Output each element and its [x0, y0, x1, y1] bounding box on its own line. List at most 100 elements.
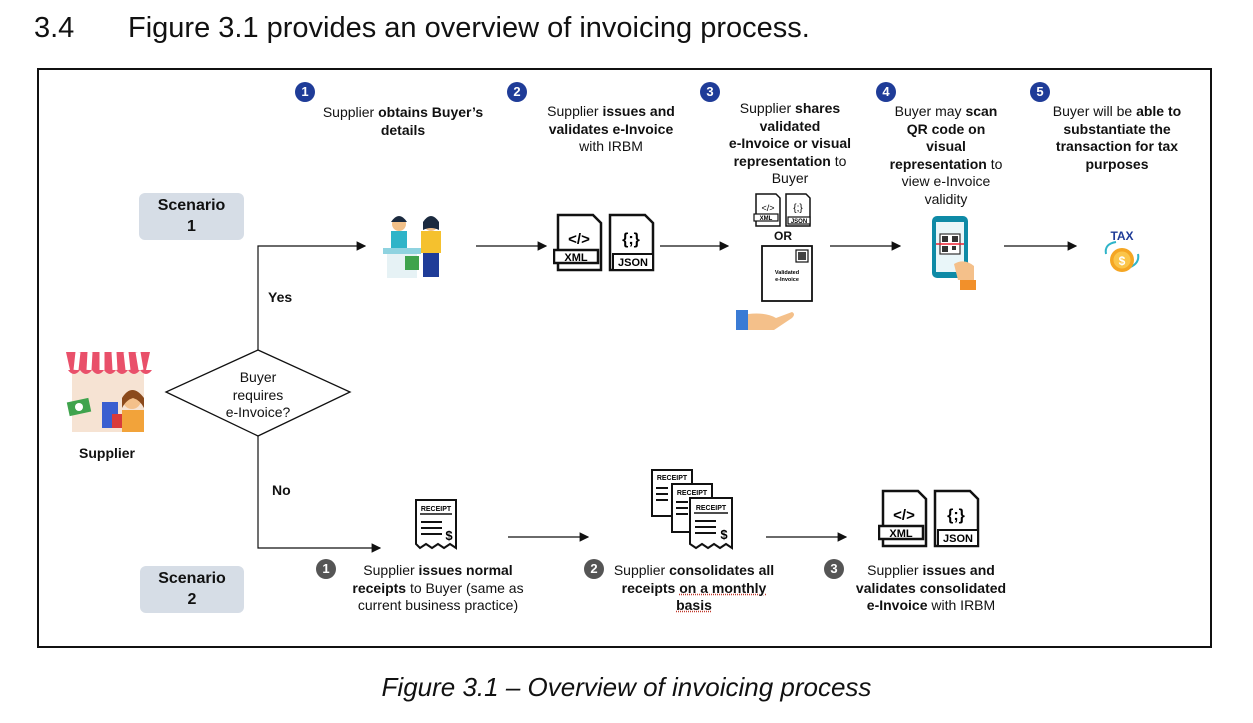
- receipt-text: RECEIPT: [421, 506, 452, 513]
- s2-step-3-badge: 3: [824, 559, 844, 579]
- stack-receipt-3-text: RECEIPT: [696, 505, 727, 512]
- stack-receipt-1-text: RECEIPT: [657, 475, 688, 482]
- step-text-run: representation: [733, 152, 831, 169]
- step-text-run: receipts: [621, 579, 680, 596]
- hand-icon: [736, 310, 794, 330]
- small-xml-json-icon: </> XML {;} JSON: [753, 193, 811, 227]
- s2-step-2-badge: 2: [584, 559, 604, 579]
- step-text-run: validity: [924, 190, 968, 207]
- no-branch-line: [257, 436, 382, 553]
- step-text-run: on a monthly: [679, 579, 767, 596]
- section-number: 3.4: [34, 12, 75, 44]
- step-text-run: issues and: [602, 103, 675, 119]
- step-text-run: Supplier: [613, 562, 670, 578]
- cons-json-label: JSON: [943, 533, 973, 545]
- s2-step-1-badge: 1: [316, 559, 336, 579]
- small-xml-code-glyph: </>: [761, 203, 774, 213]
- xml-label: XML: [564, 252, 588, 264]
- step-text-run: QR code on: [906, 120, 986, 137]
- consolidated-xml-json-icon: </> XML {;} JSON: [878, 489, 980, 548]
- stack-receipt-2-text: RECEIPT: [677, 490, 708, 497]
- step-text-run: substantiate the: [1063, 120, 1171, 137]
- scenario-1-box: Scenario 1: [139, 193, 244, 240]
- diagram-frame: [37, 68, 1212, 648]
- scenario-2-box: Scenario 2: [140, 566, 244, 613]
- s1-step-5-badge: 5: [1030, 82, 1050, 102]
- step-text-run: scan: [965, 103, 998, 119]
- json-label: JSON: [618, 257, 648, 269]
- receipt-icon: RECEIPT $: [415, 499, 457, 550]
- step-text-run: visual: [926, 138, 966, 154]
- step-text-run: representation: [889, 155, 987, 172]
- tax-coin-icon: TAX $: [1104, 229, 1140, 272]
- step-text-run: validated: [759, 117, 821, 134]
- small-json-label: JSON: [791, 219, 807, 225]
- cons-xml-label: XML: [889, 528, 913, 540]
- step-text-run: obtains Buyer’s: [378, 104, 484, 120]
- step-text-run: Buyer may: [894, 103, 966, 119]
- step-text-run: transaction for tax: [1055, 138, 1179, 154]
- tax-dollar-glyph: $: [1119, 254, 1126, 268]
- step-text-run: to: [830, 152, 847, 169]
- step-text-run: basis: [676, 597, 712, 613]
- shop-counter-icon: [383, 216, 441, 278]
- no-label: No: [272, 482, 291, 498]
- s1-step-4-badge: 4: [876, 82, 896, 102]
- or-label: OR: [774, 229, 792, 243]
- step-text-run: consolidates all: [669, 562, 775, 578]
- yes-branch-line: [257, 241, 367, 350]
- xml-json-icon: </> XML {;} JSON: [553, 213, 655, 272]
- step-text-run: to Buyer (same as: [406, 579, 524, 596]
- cons-json-code-glyph: {;}: [947, 507, 965, 524]
- step-text-run: validates e-Invoice: [548, 120, 674, 137]
- step-text-run: Buyer: [771, 170, 809, 186]
- decision-line-1: Buyer: [239, 369, 277, 385]
- step-text-run: purposes: [1085, 155, 1149, 172]
- step-text-run: view e-Invoice: [901, 173, 991, 189]
- einvoice-text: e-Invoice: [775, 277, 799, 283]
- small-xml-label: XML: [760, 216, 773, 222]
- step-text-run: e-Invoice: [866, 597, 928, 613]
- json-code-glyph: {;}: [622, 231, 640, 248]
- decision-text: Buyer requires e-Invoice?: [198, 369, 318, 422]
- step-text-run: Supplier: [363, 562, 419, 578]
- supplier-shop-icon: [66, 351, 152, 432]
- validated-einvoice-icon: Validated e-Invoice: [761, 245, 813, 302]
- validated-text: Validated: [775, 270, 799, 276]
- section-title: Figure 3.1 provides an overview of invoi…: [128, 12, 810, 44]
- small-json-code-glyph: {;}: [793, 203, 803, 214]
- step-text-run: able to: [1136, 103, 1182, 119]
- step-text-run: details: [380, 121, 426, 138]
- step-text-run: receipts: [352, 579, 407, 596]
- step-text-run: to: [986, 155, 1003, 172]
- supplier-label: Supplier: [79, 445, 136, 461]
- s1-step-3-badge: 3: [700, 82, 720, 102]
- cons-xml-code-glyph: </>: [893, 507, 915, 524]
- step-text-run: Buyer will be: [1052, 103, 1137, 119]
- tax-text: TAX: [1110, 229, 1133, 243]
- yes-label: Yes: [268, 289, 293, 305]
- step-text-run: issues and: [922, 562, 995, 578]
- scenario-1-line1: Scenario: [157, 197, 226, 214]
- step-text-run: Supplier: [739, 100, 796, 116]
- step-text-run: shares: [795, 100, 841, 116]
- s1-step-2-badge: 2: [507, 82, 527, 102]
- step-text-run: with IRBM: [579, 138, 643, 154]
- stack-dollar-glyph: $: [720, 527, 728, 542]
- decision-line-2: requires: [232, 386, 284, 403]
- scenario-2-line2: 2: [187, 591, 197, 608]
- step-text-run: Supplier: [322, 104, 379, 120]
- step-text-run: e-Invoice or visual: [728, 135, 852, 151]
- s2-step-1-text: Supplier issues normal receipts to Buyer …: [340, 562, 536, 615]
- step-text-run: current business practice): [357, 597, 519, 613]
- s1-step-1-badge: 1: [295, 82, 315, 102]
- step-text-run: Supplier: [547, 103, 603, 119]
- step-text-run: issues normal: [418, 562, 513, 578]
